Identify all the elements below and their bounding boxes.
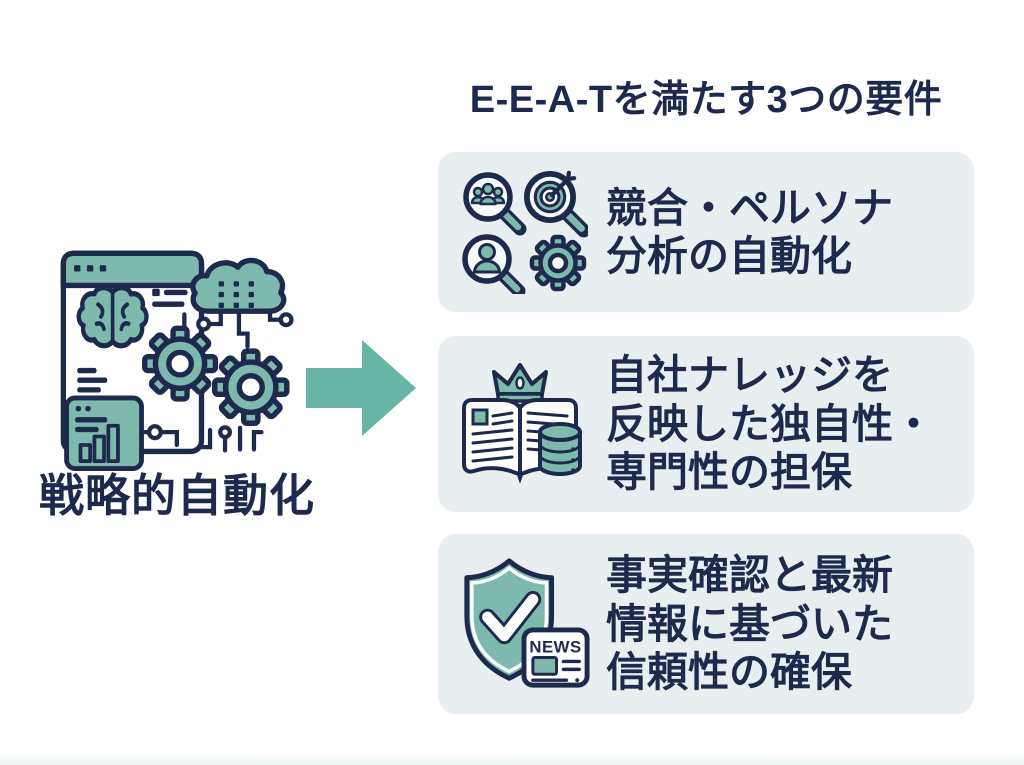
page-title: E-E-A-Tを満たす3つの要件 <box>469 79 943 121</box>
requirement-card-knowledge: 自社ナレッジを 反映した独自性・ 専門性の担保 <box>438 336 974 512</box>
strategic-automation-label: 戦略的自動化 <box>38 470 315 521</box>
company-knowledge-book-icon <box>450 360 598 488</box>
competitor-persona-analysis-icon <box>450 170 598 294</box>
news-badge: NEWS <box>529 638 581 657</box>
requirement-text-knowledge: 自社ナレッジを 反映した独自性・ 専門性の担保 <box>606 352 934 496</box>
bottom-edge-tint <box>0 753 1024 765</box>
requirement-text-reliability: 事実確認と最新 情報に基づいた 信頼性の確保 <box>606 552 893 696</box>
right-arrow-icon <box>306 340 416 436</box>
fact-check-shield-icon: NEWS <box>450 555 598 693</box>
requirement-card-reliability: NEWS 事実確認と最新 情報に基づいた 信頼性の確保 <box>438 534 974 714</box>
requirement-text-persona-analysis: 競合・ペルソナ 分析の自動化 <box>606 184 893 279</box>
ai-automation-illustration-icon <box>60 250 298 471</box>
requirement-card-persona-analysis: 競合・ペルソナ 分析の自動化 <box>438 152 974 312</box>
